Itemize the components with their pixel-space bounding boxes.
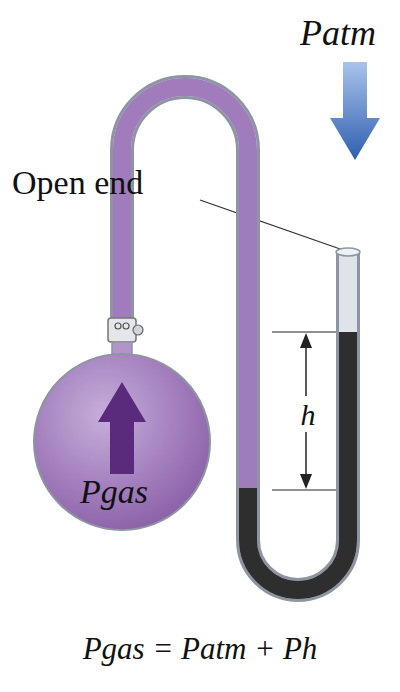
valve-knob (133, 325, 143, 335)
pressure-arrow (98, 382, 146, 474)
dimension-line (272, 331, 336, 332)
flask-body (34, 354, 210, 530)
valve-screw (115, 323, 121, 329)
open-end-cap (336, 248, 360, 256)
equation-caption: Pgas = Patm + Ph (83, 632, 318, 666)
pressure-label: Patm (300, 14, 376, 54)
valve (108, 318, 136, 342)
dimension-line (272, 489, 336, 490)
pressure-arrow (330, 62, 380, 160)
arrowhead (300, 474, 312, 489)
arrowhead (300, 333, 312, 348)
valve-screw (123, 323, 129, 329)
height-label: h (299, 398, 318, 431)
leader-line (200, 200, 343, 250)
gas-flask: Pgas (32, 352, 212, 532)
part-label: Open end (12, 164, 143, 201)
pressure-label: Pgas (80, 473, 148, 510)
manometer-liquid (248, 332, 348, 590)
